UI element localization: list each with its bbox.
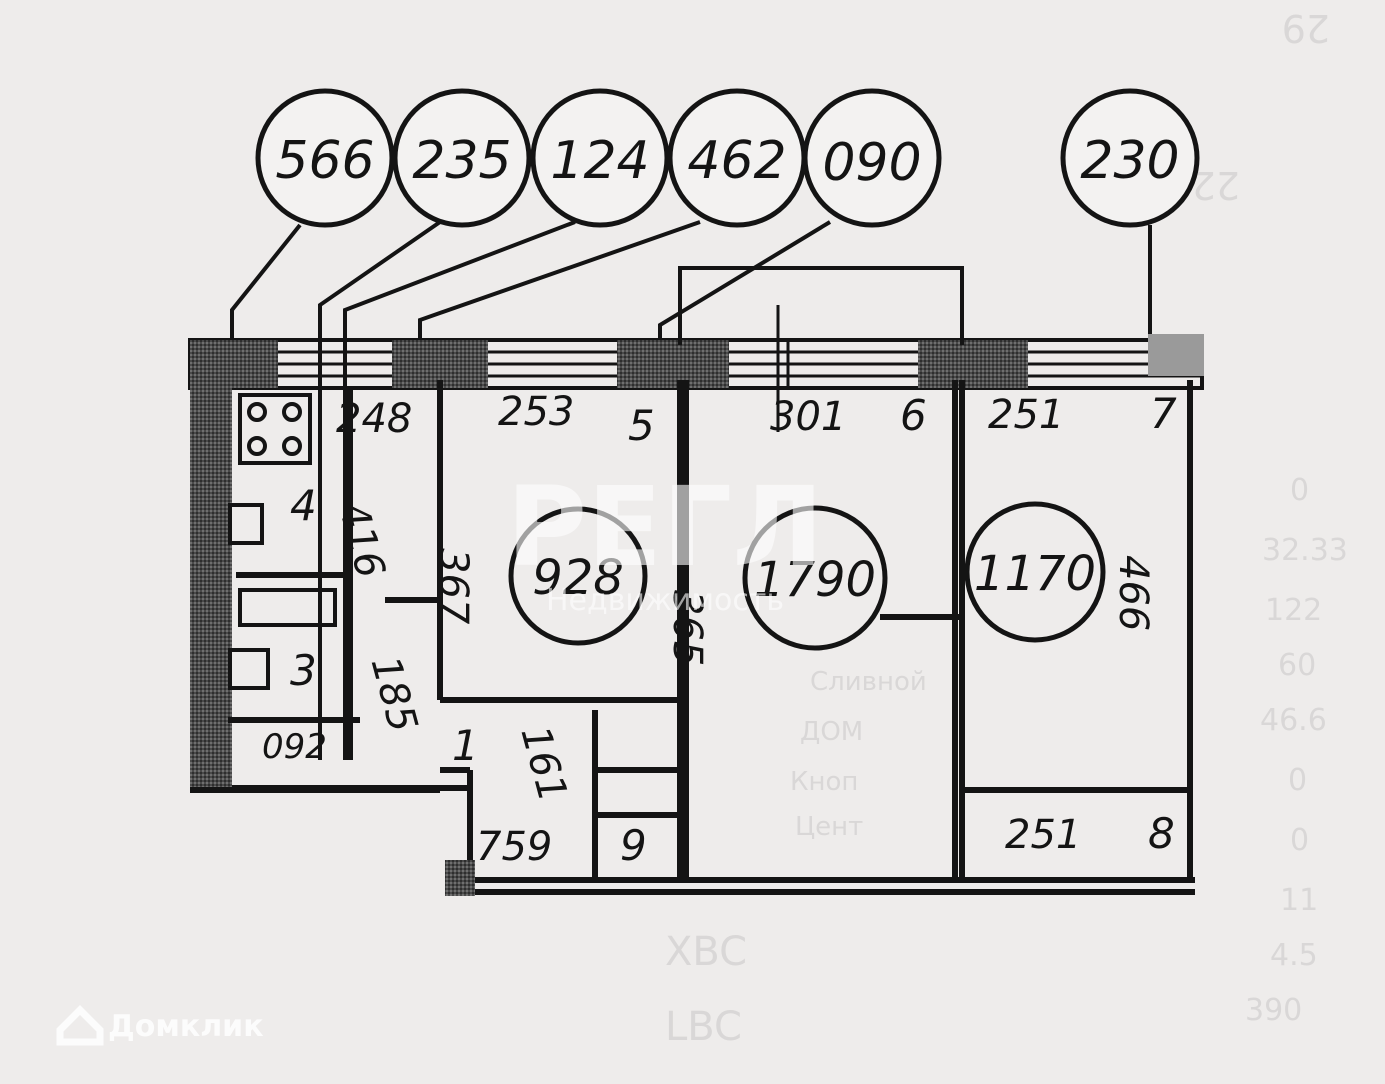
sink-icon xyxy=(228,503,264,545)
callout-circle xyxy=(530,88,670,228)
bg-text: LBC xyxy=(665,1004,742,1050)
wall-pier xyxy=(617,340,729,388)
dim-label: 248 xyxy=(336,396,412,442)
bg-text: XBC xyxy=(665,929,747,975)
bg-text: 0 xyxy=(1288,763,1307,798)
bg-text: ДОМ xyxy=(800,717,863,747)
dim-label: 367 xyxy=(430,548,476,625)
bg-text: 46.6 xyxy=(1260,703,1327,738)
callout-circle xyxy=(255,88,395,228)
left-wall xyxy=(190,340,232,790)
kitchen-fixtures xyxy=(228,393,337,690)
dim-label: 161 xyxy=(511,721,575,807)
bg-text: 32.33 xyxy=(1262,533,1348,568)
area-circle xyxy=(508,506,648,646)
watermark-sub: Недвижимость xyxy=(546,583,784,618)
dim-label: 759 xyxy=(476,824,552,870)
bg-text: 60 xyxy=(1278,648,1316,683)
callout-label: 462 xyxy=(687,131,786,191)
bg-text: 29 xyxy=(1282,6,1330,50)
dim-label: 251 xyxy=(1005,812,1081,858)
bg-text: 0 xyxy=(1290,473,1309,508)
area-label: 1170 xyxy=(974,546,1096,602)
room-number: 4 xyxy=(290,481,317,530)
callout-label: 235 xyxy=(412,131,511,191)
area-labels: 928 1790 1170 xyxy=(532,546,1096,608)
room-numbers: 3 4 5 6 7 8 9 1 xyxy=(290,389,1177,870)
logo-text: Домклик xyxy=(108,1009,264,1044)
area-circle xyxy=(964,501,1106,643)
room-number: 5 xyxy=(628,401,655,450)
dim-label: 092 xyxy=(262,727,327,767)
bg-text: Кноп xyxy=(790,767,858,797)
bg-text: Сливной xyxy=(810,667,927,697)
dim-label: 251 xyxy=(988,392,1064,438)
bg-text: 0 xyxy=(1290,823,1309,858)
watermark-brand: РЕГЛ xyxy=(506,463,823,591)
interior-walls xyxy=(190,380,1195,895)
bg-text: 390 xyxy=(1245,993,1302,1028)
bg-text: Цент xyxy=(795,812,863,842)
area-callouts xyxy=(508,501,1106,651)
callout-label: 230 xyxy=(1080,131,1179,191)
bg-text: 122 xyxy=(1265,593,1322,628)
dim-label: 365 xyxy=(664,590,710,666)
wall-pier xyxy=(918,340,1028,388)
callout-circle xyxy=(802,88,942,228)
area-circle xyxy=(742,505,888,651)
callout-circle xyxy=(392,88,532,228)
exterior-wall xyxy=(188,266,1204,790)
callout-label: 060 xyxy=(822,129,921,189)
house-icon xyxy=(56,1005,104,1046)
bg-text: 11 xyxy=(1280,883,1318,918)
dim-label: 301 xyxy=(770,394,846,440)
callout-label: 124 xyxy=(550,131,649,191)
domclick-logo: Домклик xyxy=(56,1005,264,1046)
dimension-labels: 248 253 301 251 251 367 365 466 416 092 … xyxy=(262,389,1156,870)
wall-pier xyxy=(1148,334,1204,376)
dim-label: 253 xyxy=(498,389,574,435)
room-number: 9 xyxy=(620,821,647,870)
bathtub-icon xyxy=(238,588,337,627)
bg-text: 4.5 xyxy=(1270,938,1318,973)
area-label: 928 xyxy=(532,550,624,606)
room-number: 1 xyxy=(452,721,479,770)
room-number: 7 xyxy=(1150,389,1177,438)
bleed-through-text: 29 22,849 0 32.33 122 60 46.6 0 0 11 4.5… xyxy=(665,6,1348,1050)
dim-label: 466 xyxy=(1110,555,1156,631)
watermark: РЕГЛ Недвижимость xyxy=(506,463,823,618)
dim-label: 185 xyxy=(362,651,426,737)
dim-label: 416 xyxy=(329,497,393,583)
callout-circle xyxy=(1060,88,1200,228)
room-number: 8 xyxy=(1148,809,1175,858)
callout-label: 566 xyxy=(275,131,374,191)
room-number: 6 xyxy=(900,391,927,440)
area-label: 1790 xyxy=(754,552,876,608)
room-number: 3 xyxy=(290,646,317,695)
corner-pier xyxy=(445,860,475,896)
stove-icon xyxy=(238,393,312,465)
callout-labels: 566 235 124 462 060 230 xyxy=(275,129,1179,191)
window-callouts xyxy=(255,88,1200,228)
toilet-icon xyxy=(228,648,270,690)
